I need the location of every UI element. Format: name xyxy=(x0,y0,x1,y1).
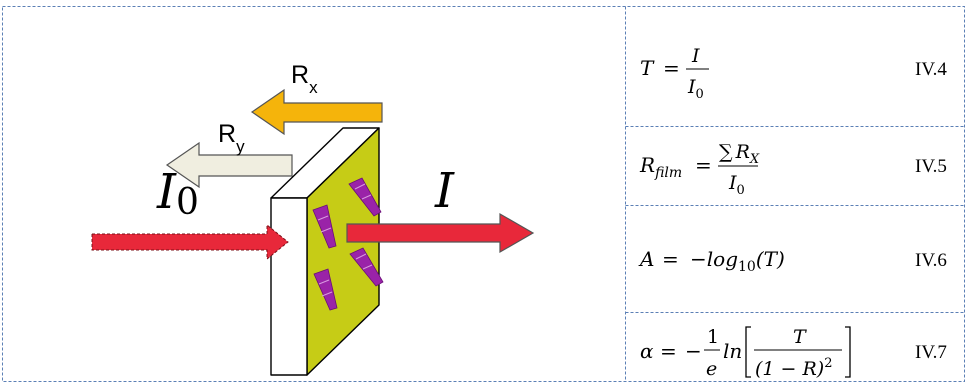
incident-beam-arrow xyxy=(92,225,288,259)
eq7-den-main: (1 − R) xyxy=(755,358,824,380)
i0-label-main: I xyxy=(156,164,177,220)
eq5-sum: ∑ xyxy=(719,141,733,163)
eq5-lhs-main: R xyxy=(639,153,655,177)
eq6-arg: (T) xyxy=(756,247,785,271)
eq5-numerator: ∑RX xyxy=(719,141,760,167)
rx-label: Rx xyxy=(291,61,318,97)
eq7-ln: ln xyxy=(723,339,742,363)
eq5-num-main: R xyxy=(735,141,750,163)
eq4-numerator: I xyxy=(691,45,700,67)
equation-iv4: T = I I0 IV.4 xyxy=(640,45,947,102)
eq7-lhs: α xyxy=(640,339,654,363)
equation-iv7: α = − 1 e ln T (1 − R)2 IV.7 xyxy=(640,326,947,380)
equation-iv6: A = −log10(T) IV.6 xyxy=(638,247,947,275)
eq6-log: −log xyxy=(690,247,738,271)
reflection-y-arrow xyxy=(167,143,292,187)
eq7-equals: = xyxy=(660,339,677,363)
eq4-den-sub: 0 xyxy=(696,87,704,102)
eq5-lhs-sub: film xyxy=(654,165,682,181)
eq5-lhs: Rfilm xyxy=(639,153,682,181)
layout-frame xyxy=(3,7,965,382)
rx-label-main: R xyxy=(291,61,309,89)
eq7-denominator: (1 − R)2 xyxy=(755,356,833,380)
eq6-equals: = xyxy=(662,247,679,271)
eq5-num-sub: X xyxy=(749,152,760,167)
eq4-equals: = xyxy=(663,56,680,80)
eq6-number: IV.6 xyxy=(915,250,947,271)
eq4-number: IV.4 xyxy=(915,59,947,80)
eq5-equals: = xyxy=(695,153,712,177)
i0-label-sub: 0 xyxy=(176,182,199,223)
ry-label-main: R xyxy=(218,120,236,148)
eq4-denominator: I0 xyxy=(687,76,704,102)
eq5-den-sub: 0 xyxy=(737,183,745,198)
eq6-lhs: A xyxy=(638,247,654,271)
eq5-number: IV.5 xyxy=(915,156,947,177)
eq6-rhs: −log10(T) xyxy=(690,247,785,275)
substrate-front-face xyxy=(271,198,307,375)
eq7-left-bracket xyxy=(746,327,751,377)
eq7-right-bracket xyxy=(845,327,850,377)
ry-label-sub: y xyxy=(236,137,245,156)
ry-label: Ry xyxy=(218,120,245,156)
eq7-numerator: T xyxy=(793,326,807,348)
eq7-den-sup: 2 xyxy=(824,356,832,371)
eq7-minus: − xyxy=(685,339,702,363)
eq5-denominator: I0 xyxy=(728,172,745,198)
rx-label-sub: x xyxy=(309,78,318,97)
eq7-number: IV.7 xyxy=(915,342,947,363)
eq4-lhs: T xyxy=(640,56,655,80)
equation-iv5: Rfilm = ∑RX I0 IV.5 xyxy=(639,141,947,198)
i-label: I xyxy=(434,163,455,219)
eq6-log-sub: 10 xyxy=(738,259,756,275)
eq7-frac-den: e xyxy=(706,358,717,380)
eq7-frac-num: 1 xyxy=(707,326,719,348)
outer-frame xyxy=(3,7,965,382)
